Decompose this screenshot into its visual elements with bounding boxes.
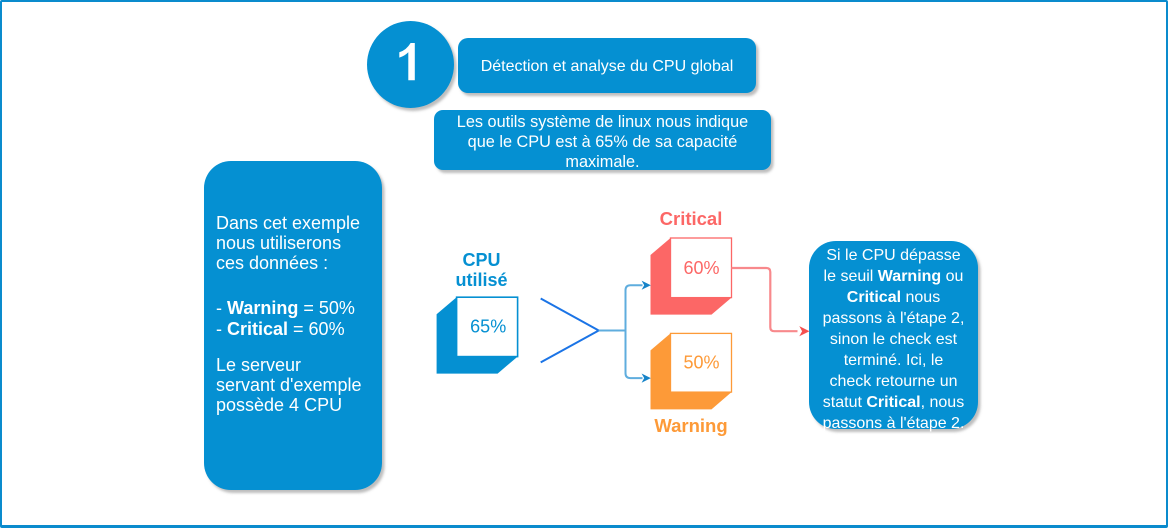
svg-text:60%: 60%	[683, 258, 719, 278]
svg-text:65%: 65%	[470, 317, 506, 337]
svg-text:50%: 50%	[683, 352, 719, 372]
